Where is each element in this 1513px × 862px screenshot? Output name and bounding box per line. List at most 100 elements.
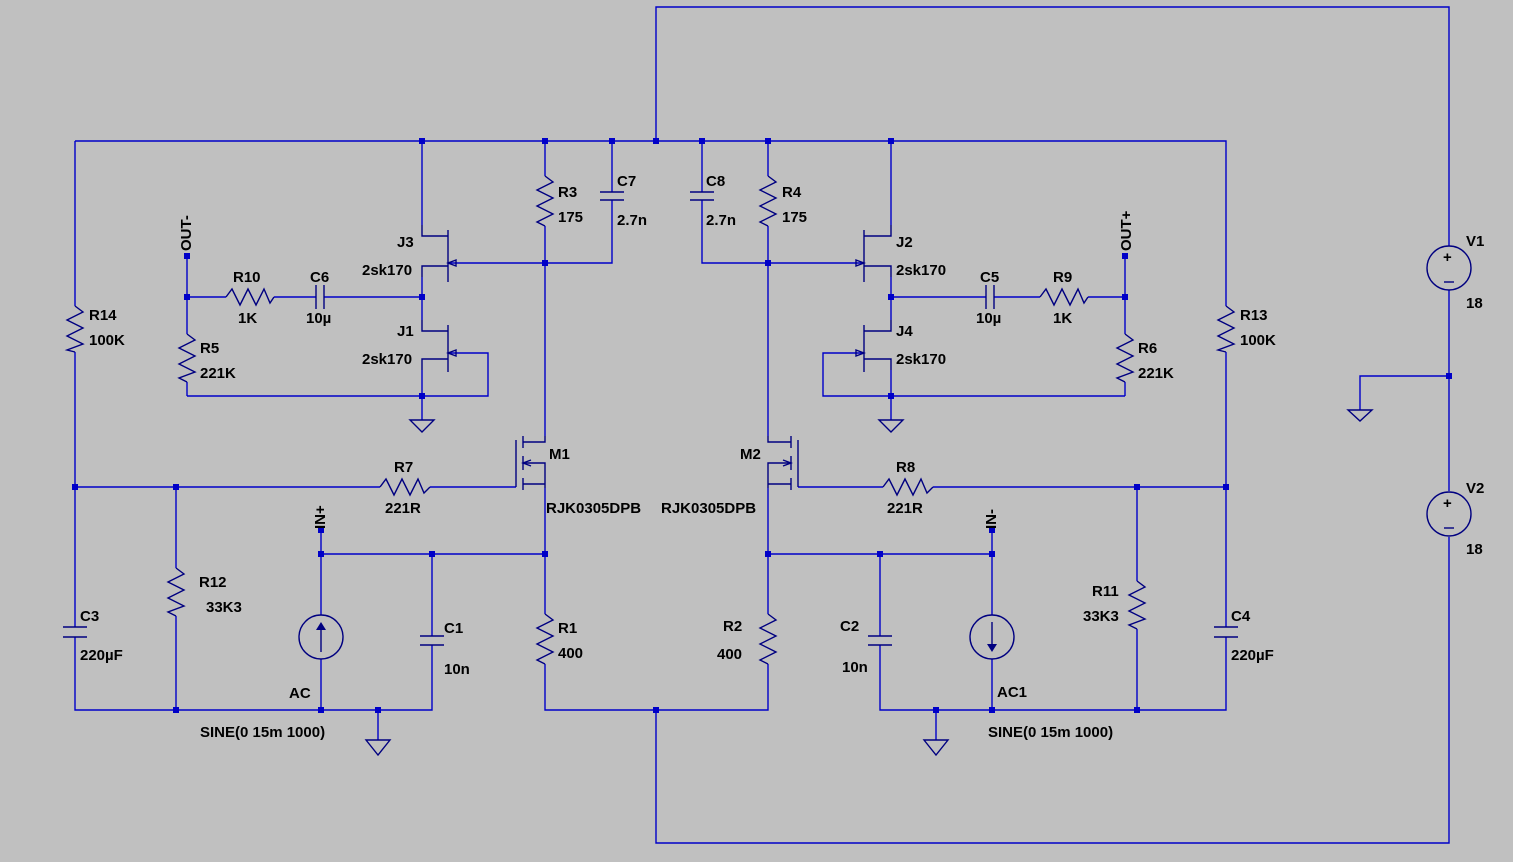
- resistor-r14: [64, 305, 85, 353]
- r4-name: R4: [782, 184, 802, 201]
- v1-name: V1: [1466, 233, 1484, 250]
- c6-value: 10µ: [306, 310, 331, 327]
- ground-icon: [364, 739, 392, 757]
- c4-value: 220µF: [1231, 647, 1274, 664]
- r3-name: R3: [558, 184, 577, 201]
- ground-icon: [922, 739, 950, 757]
- resistor-r11: [1127, 580, 1147, 630]
- r9-value: 1K: [1053, 310, 1072, 327]
- m1-value: RJK0305DPB: [546, 500, 641, 517]
- j3-value: 2sk170: [362, 262, 412, 279]
- c7-value: 2.7n: [617, 212, 647, 229]
- j1-name: J1: [397, 323, 414, 340]
- resistor-r5: [177, 333, 197, 383]
- c2-value: 10n: [842, 659, 868, 676]
- r2-value: 400: [717, 646, 742, 663]
- net-label-in-minus: IN-: [983, 509, 1000, 529]
- c8-value: 2.7n: [706, 212, 736, 229]
- resistor-r9: [1039, 287, 1089, 307]
- jfet-j3: [421, 225, 457, 282]
- j2-value: 2sk170: [896, 262, 946, 279]
- c3-value: 220µF: [80, 647, 123, 664]
- r10-name: R10: [233, 269, 261, 286]
- capacitor-c4: [1214, 626, 1238, 638]
- c2-name: C2: [840, 618, 859, 635]
- voltage-source-v2: +: [1426, 491, 1472, 537]
- j4-value: 2sk170: [896, 351, 946, 368]
- j2-name: J2: [896, 234, 913, 251]
- capacitor-c2: [868, 635, 892, 646]
- c5-name: C5: [980, 269, 999, 286]
- r2-name: R2: [723, 618, 742, 635]
- voltage-source-v1: +: [1426, 245, 1472, 291]
- net-label-out-plus: OUT+: [1118, 210, 1135, 251]
- r5-value: 221K: [200, 365, 236, 382]
- c7-name: C7: [617, 173, 636, 190]
- plus-sign: +: [1443, 249, 1452, 266]
- r10-value: 1K: [238, 310, 257, 327]
- capacitor-c7: [600, 191, 624, 201]
- resistor-r6: [1115, 333, 1135, 383]
- jfet-j1: [421, 320, 457, 372]
- wires: [74, 6, 1450, 844]
- r3-value: 175: [558, 209, 583, 226]
- r7-value: 221R: [385, 500, 421, 517]
- c8-name: C8: [706, 173, 725, 190]
- resistor-r7: [379, 477, 431, 497]
- resistor-r10: [225, 287, 275, 307]
- ground-icon: [1346, 409, 1374, 422]
- capacitor-c5: [985, 285, 995, 309]
- ground-icon: [408, 419, 436, 433]
- r14-name: R14: [89, 307, 117, 324]
- v2-name: V2: [1466, 480, 1484, 497]
- plus-sign: +: [1443, 495, 1452, 512]
- net-label-out-minus: OUT-: [178, 215, 195, 251]
- capacitor-c6: [315, 285, 325, 309]
- j3-name: J3: [397, 234, 414, 251]
- v2-value: 18: [1466, 541, 1483, 558]
- r13-value: 100K: [1240, 332, 1276, 349]
- m2-name: M2: [740, 446, 761, 463]
- capacitor-c1: [420, 635, 444, 646]
- capacitor-c8: [690, 191, 714, 201]
- m2-value: RJK0305DPB: [661, 500, 756, 517]
- mosfet-m1: [515, 436, 546, 490]
- j1-value: 2sk170: [362, 351, 412, 368]
- ac1-name: AC1: [997, 684, 1027, 701]
- r8-value: 221R: [887, 500, 923, 517]
- r11-name: R11: [1092, 583, 1119, 600]
- junctions: [72, 138, 1452, 713]
- resistor-r3: [535, 175, 555, 227]
- jfet-j4: [855, 320, 892, 372]
- current-source-ac: [298, 614, 344, 660]
- capacitor-c3: [63, 626, 87, 638]
- jfet-j2: [855, 225, 892, 282]
- c3-name: C3: [80, 608, 99, 625]
- r6-name: R6: [1138, 340, 1157, 357]
- c1-name: C1: [444, 620, 463, 637]
- resistor-r13: [1215, 305, 1236, 353]
- r12-value: 33K3: [206, 599, 242, 616]
- r12-name: R12: [199, 574, 227, 591]
- r13-name: R13: [1240, 307, 1268, 324]
- r6-value: 221K: [1138, 365, 1174, 382]
- m1-name: M1: [549, 446, 570, 463]
- ground-icon: [877, 419, 905, 433]
- resistor-r12: [166, 567, 186, 617]
- net-flags: [184, 253, 1128, 533]
- resistor-r4: [758, 175, 778, 227]
- r4-value: 175: [782, 209, 807, 226]
- ac1-value: SINE(0 15m 1000): [988, 724, 1113, 741]
- r1-name: R1: [558, 620, 577, 637]
- resistor-r2: [758, 613, 778, 665]
- ground-symbols: [364, 409, 1374, 757]
- net-label-in-plus: IN+: [312, 505, 329, 529]
- net-labels: OUT- OUT+ IN+ IN-: [178, 210, 1135, 529]
- c6-name: C6: [310, 269, 329, 286]
- c1-value: 10n: [444, 661, 470, 678]
- mosfet-m2: [767, 436, 799, 490]
- r8-name: R8: [896, 459, 915, 476]
- resistor-r8: [882, 477, 934, 497]
- r5-name: R5: [200, 340, 219, 357]
